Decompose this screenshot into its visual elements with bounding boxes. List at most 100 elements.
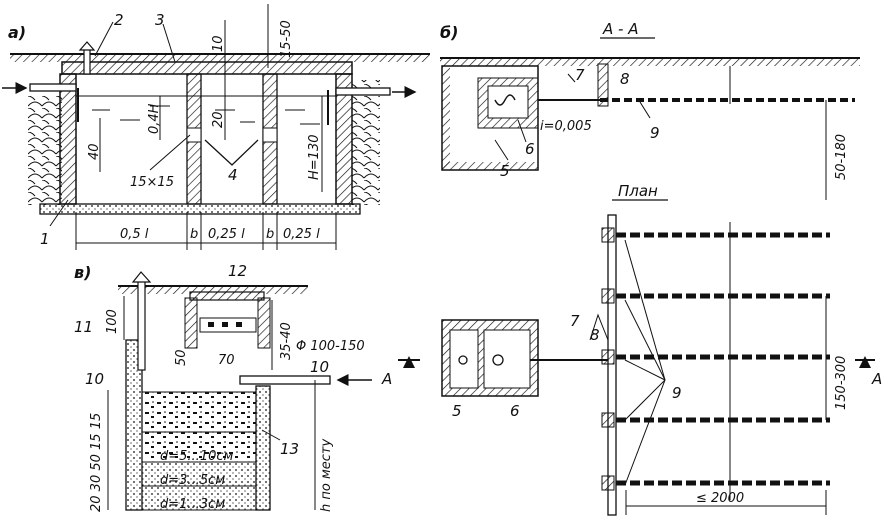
plan-junctions — [601, 227, 615, 491]
dim-label-20: 20 — [211, 111, 226, 128]
label-12: 12 — [228, 262, 247, 280]
manifold-b — [597, 63, 609, 107]
label-2: 2 — [114, 11, 124, 29]
leader-5-b — [494, 139, 509, 161]
dim-label-70: 70 — [218, 353, 235, 368]
sludge-cone — [204, 139, 259, 166]
layer-top — [141, 391, 257, 433]
ground-hatch-b — [440, 58, 860, 66]
h-label: h по месту — [319, 439, 334, 512]
panel-plan: План — [381, 182, 882, 516]
vent-pipe — [83, 47, 91, 75]
wall-right-v — [255, 385, 271, 511]
soil-right — [352, 80, 380, 205]
dim-label-H130: H=130 — [307, 135, 322, 180]
panel-v-filter: в) 12 11 10 10 13 100 35-40 70 50 Φ 100-… — [74, 262, 372, 512]
leader-7-b — [567, 73, 576, 83]
label-1: 1 — [40, 230, 50, 248]
dim-label-150-300: 150-300 — [834, 356, 849, 410]
dim-label-b1: b — [190, 227, 198, 242]
panel-b-label: б) — [440, 23, 458, 42]
section-letter-left: А — [381, 370, 392, 388]
inner-wall-v1 — [184, 297, 198, 349]
label-9-plan: 9 — [672, 384, 682, 402]
gravel-label-1: d=5...10см — [160, 449, 234, 464]
panel-a-label: a) — [8, 23, 26, 42]
left-stack-dims: 20 30 50 15 15 — [89, 413, 104, 512]
label-4: 4 — [228, 166, 238, 184]
plan-leaders-9 — [624, 239, 666, 486]
trough — [199, 317, 257, 333]
label-6-plan: 6 — [510, 402, 520, 420]
leader-6-b — [517, 119, 527, 143]
section-arrow-left — [403, 356, 415, 368]
dim-label-025l-2: 0,25 l — [283, 227, 320, 242]
leader-3 — [162, 23, 176, 63]
vent-cap-v — [131, 271, 152, 283]
panel-a-septic-tank: a) 2 3 1 4 10 15-50 20 40 0,4H H=130 15×… — [2, 4, 430, 250]
plan-collector — [607, 214, 617, 516]
layer-coarse — [141, 431, 257, 463]
pipe-diameter-label: Φ 100-150 — [296, 339, 365, 354]
leader-2 — [94, 21, 114, 57]
vent-cap — [78, 41, 96, 51]
label-7-b: 7 — [575, 66, 585, 84]
panel-v-label: в) — [74, 263, 91, 282]
layer-fine — [141, 485, 257, 511]
leader-9-b — [639, 101, 651, 119]
dim-label-04H: 0,4H — [147, 103, 162, 134]
label-10-pipe: 10 — [310, 358, 329, 376]
dosing-chamber-inner — [487, 85, 529, 119]
label-8-plan: 8 — [590, 326, 600, 344]
plan-tank-5 — [449, 329, 479, 389]
inlet-pipe-v — [239, 375, 331, 385]
slope-label: i=0,005 — [540, 119, 592, 134]
section-letter-right: А — [871, 370, 882, 388]
plan-valve-1 — [458, 355, 468, 365]
dim-label-05l: 0,5 l — [120, 227, 149, 242]
bottom-slab — [39, 203, 361, 215]
section-title: А - А — [602, 20, 638, 38]
dim-ticks-a — [75, 212, 337, 250]
water-marks — [92, 105, 320, 125]
tank-floor-b — [442, 162, 538, 170]
layer-medium — [141, 461, 257, 487]
label-5-plan: 5 — [452, 402, 462, 420]
dim-label-b2: b — [266, 227, 274, 242]
section-arrow-right — [859, 356, 871, 368]
label-7-plan: 7 — [570, 312, 580, 330]
plan-drain-rows — [616, 232, 830, 486]
tank-wall-left-b — [442, 66, 450, 170]
ground-hatch-v — [118, 286, 308, 294]
plan-valve-2 — [492, 354, 504, 366]
ground-hatch — [10, 54, 430, 62]
plan-title: План — [618, 182, 658, 200]
dim-label-35-40: 35-40 — [279, 322, 294, 360]
leader-13 — [261, 429, 281, 441]
inlet-pipe — [29, 83, 77, 92]
leader-15x15 — [149, 134, 191, 171]
leader-1 — [49, 199, 69, 227]
dim-label-40: 40 — [87, 143, 102, 160]
inner-wall-v2 — [257, 297, 271, 349]
dim-label-100: 100 — [105, 309, 120, 334]
dim-label-2000: ≤ 2000 — [696, 491, 744, 506]
trough-holes — [208, 322, 242, 327]
cover-slab — [61, 61, 353, 75]
dim-label-50-180: 50-180 — [834, 134, 849, 180]
label-6-b: 6 — [525, 140, 535, 158]
plan-tank-6 — [483, 329, 531, 389]
siphon — [494, 94, 516, 106]
opening-2 — [262, 127, 278, 143]
label-9-b: 9 — [650, 124, 660, 142]
label-8-b: 8 — [620, 70, 630, 88]
label-13: 13 — [280, 440, 299, 458]
label-11: 11 — [74, 318, 93, 336]
label-10-left: 10 — [85, 370, 104, 388]
dim-label-15-50: 15-50 — [279, 20, 294, 58]
label-5-b: 5 — [500, 162, 510, 180]
dim-label-10: 10 — [211, 35, 226, 52]
outlet-pipe — [335, 87, 391, 96]
